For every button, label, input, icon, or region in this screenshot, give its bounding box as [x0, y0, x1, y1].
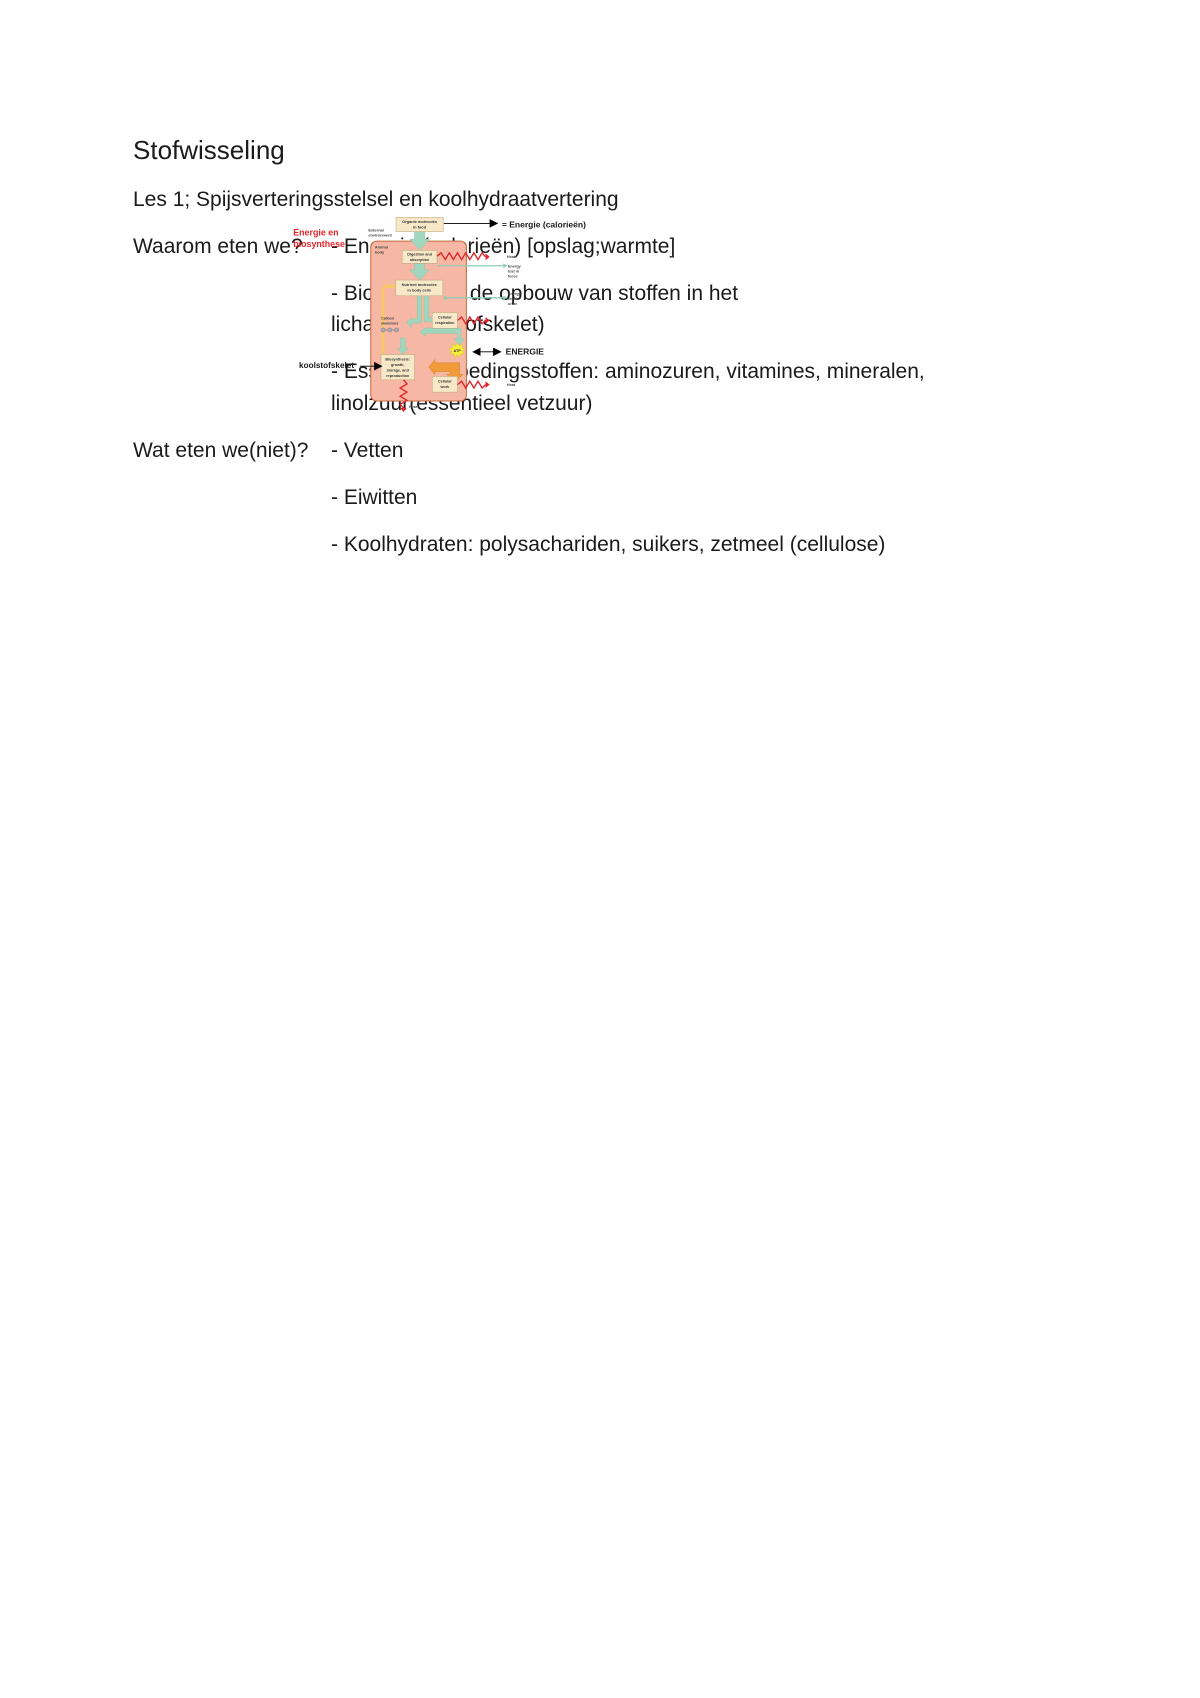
- carbon-label-line1: Carbon: [381, 317, 395, 321]
- box-digestion: Digestion and absorption: [401, 250, 438, 264]
- box-bio-line3: storage, and: [387, 369, 410, 373]
- box-biosynthesis: Biosynthesis: growth, storage, and repro…: [380, 354, 415, 381]
- external-label-line1: External: [368, 228, 383, 233]
- what-item-proteins: - Eiwitten: [331, 486, 418, 509]
- box-respiration-line2: respiration: [435, 321, 455, 325]
- energy-flow-svg: Energie en biosynthese External environm…: [293, 216, 586, 412]
- what-item-fats: - Vetten: [331, 439, 404, 462]
- box-digestion-line1: Digestion and: [407, 253, 433, 257]
- box-organic: Organic molecules in food: [395, 216, 444, 232]
- box-nutrient-line2: in body cells: [407, 288, 431, 293]
- urine-label-line2: lost in: [508, 297, 520, 301]
- annot-koolstof-text: koolstofskelet: [299, 361, 354, 370]
- box-work-line2: work: [439, 385, 450, 389]
- annot-energie-text: ENERGIE: [506, 347, 545, 357]
- arrow-nutrients-to-carbon: [406, 295, 422, 328]
- why-item-essential: - Essentiële voedingsstoffen: aminozuren…: [331, 360, 925, 383]
- box-nutrient-line1: Nutrient molecules: [402, 282, 438, 287]
- diagram-heading-line2: biosynthese: [293, 239, 345, 249]
- heat-label-2: Heat: [507, 319, 516, 323]
- box-organic-line2: in food: [413, 225, 427, 230]
- feces-label-line2: lost in: [508, 270, 520, 274]
- heat-arrowhead-4: [400, 407, 407, 412]
- arrow-to-atp: [419, 327, 465, 346]
- heat-label-3: Heat: [507, 383, 516, 387]
- heat-label-4: Heat: [409, 405, 418, 409]
- box-respiration: Cellular respiration: [431, 312, 458, 329]
- what-item-carbs: - Koolhydraten: polysachariden, suikers,…: [331, 533, 886, 556]
- page-title: Stofwisseling: [133, 135, 285, 165]
- arrow-carbon-to-biosynthesis: [397, 337, 409, 355]
- annot-energy-text: = Energie (calorieën): [502, 219, 586, 229]
- urine-label-line3: urine: [508, 302, 517, 306]
- question-why-label: Waarom eten we?: [133, 235, 303, 258]
- heat-zigzag-respiration: [457, 315, 487, 326]
- urine-label-line1: Energy: [508, 292, 522, 296]
- feces-label-line3: feces: [508, 275, 518, 279]
- box-respiration-line1: Cellular: [438, 316, 452, 320]
- box-bio-line1: Biosynthesis:: [385, 358, 410, 362]
- heat-arrowhead-2: [485, 316, 490, 324]
- box-work: Cellular work: [431, 376, 458, 393]
- external-label-line2: environment: [368, 232, 392, 237]
- feces-label-line1: Energy: [508, 264, 522, 268]
- carbon-skeleton-icon: [380, 327, 399, 333]
- box-organic-line1: Organic molecules: [402, 219, 438, 224]
- arrow-digestion-to-nutrients: [409, 262, 430, 281]
- box-bio-line2: growth,: [391, 363, 405, 367]
- heat-zigzag-digestion: [436, 251, 487, 261]
- heat-arrowhead-1: [485, 253, 490, 261]
- lesson-subtitle: Les 1; Spijsverteringsstelsel en koolhyd…: [133, 188, 619, 211]
- heat-label-1: Heat: [507, 255, 516, 259]
- heat-zigzag-biosynthesis: [398, 379, 409, 409]
- urine-arrowhead: [503, 295, 508, 301]
- diagram-heading-line1: Energie en: [293, 228, 338, 238]
- box-work-line1: Cellular: [438, 380, 452, 384]
- arrow-food-to-digestion: [409, 231, 430, 251]
- energy-lost-arrows: [437, 265, 504, 299]
- box-digestion-line2: absorption: [410, 258, 430, 262]
- heat-arrowhead-3: [485, 381, 490, 389]
- question-what-label: Wat eten we(niet)?: [133, 439, 309, 462]
- green-flow-arrows: [397, 231, 465, 355]
- box-nutrient: Nutrient molecules in body cells: [395, 279, 444, 297]
- atp-icon: ATP: [448, 342, 466, 358]
- animal-label-line1: Animal: [375, 245, 388, 250]
- heat-zigzags: [398, 251, 487, 409]
- feces-arrowhead: [503, 263, 508, 269]
- animal-label-line2: body: [375, 249, 385, 254]
- atp-label: ATP: [454, 349, 462, 353]
- heat-zigzag-work: [457, 379, 487, 390]
- box-bio-line4: reproduction: [386, 374, 410, 378]
- carbon-label-line2: skeletons: [381, 321, 398, 325]
